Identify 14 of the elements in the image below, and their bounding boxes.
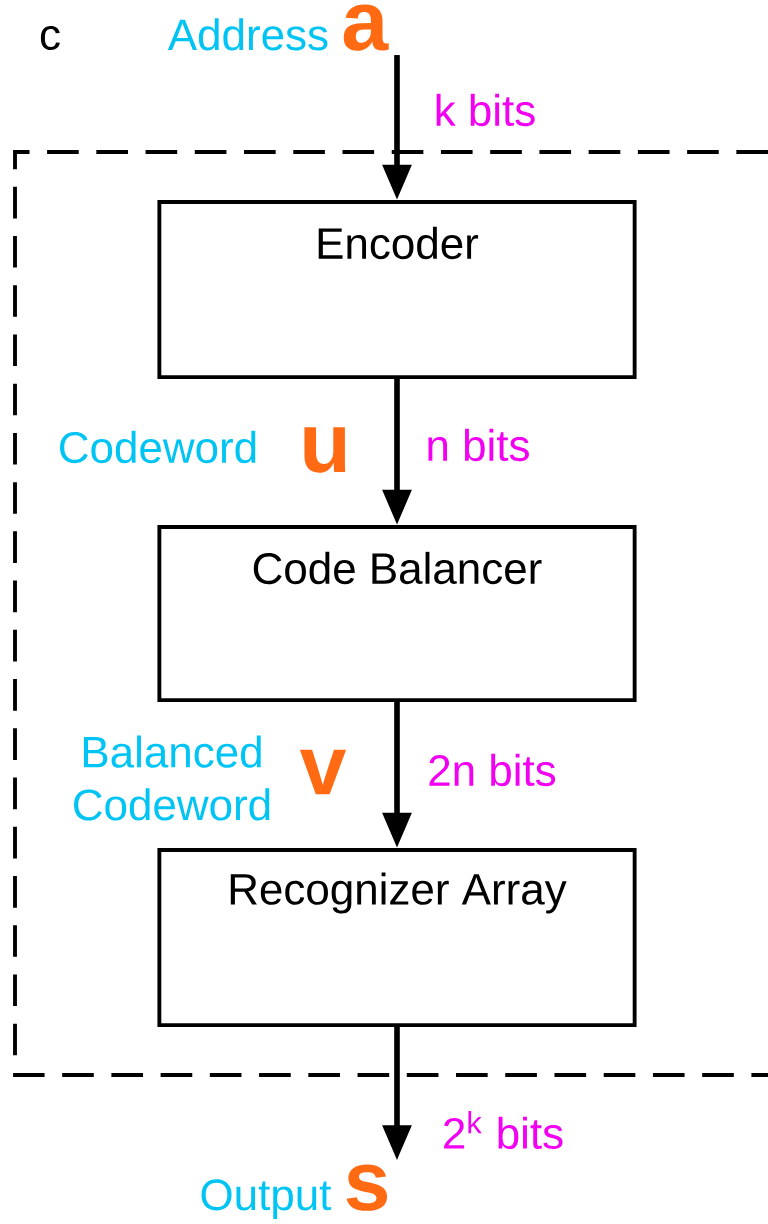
- process-box: Code Balancer: [157, 525, 637, 702]
- panel-letter: c: [40, 25, 60, 51]
- edge-label: 2n bits: [429, 753, 556, 787]
- dashed-frame: [13, 150, 768, 1077]
- signal-symbol: u: [304, 427, 346, 473]
- signal-label: Balanced Codeword: [74, 735, 270, 821]
- process-box: Encoder: [157, 200, 637, 379]
- signal-label: Codeword: [60, 430, 256, 464]
- edge-label: n bits: [428, 428, 529, 462]
- io-label: Address a: [167, 4, 389, 51]
- edge-label: k bits: [436, 93, 535, 127]
- signal-symbol: v: [299, 749, 347, 795]
- edge-label: 2$^{k}$ bits: [444, 1111, 563, 1150]
- process-box: Recognizer Array: [157, 848, 637, 1027]
